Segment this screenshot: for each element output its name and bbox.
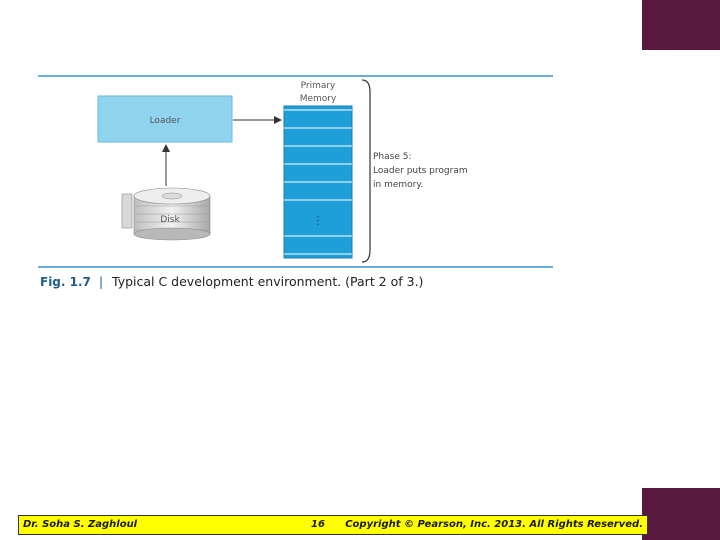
primary-memory-label-line2: Memory [300,94,337,104]
memory-ellipsis: ⋮ [313,214,324,227]
phase-title: Phase 5: [373,152,412,162]
caption-number: Fig. 1.7 [40,275,91,289]
phase-description-line2: in memory. [373,180,423,190]
disk-label: Disk [160,215,180,225]
loader-box [97,95,233,143]
loader-label: Loader [150,116,181,126]
caption-text: Typical C development environment. (Part… [111,274,423,289]
footer-bar: Dr. Soha S. Zaghloul 16 Copyright © Pear… [18,515,648,535]
disk-icon [121,187,211,241]
phase-bracket [361,79,371,263]
primary-memory-label-line1: Primary [301,81,336,91]
caption-separator: | [99,275,103,289]
footer-copyright: Copyright © Pearson, Inc. 2013. All Righ… [345,519,643,530]
development-environment-figure: Loader Disk Primary Memory [38,75,553,289]
corner-decoration-top [642,0,720,50]
footer-page-number: 16 [311,519,325,530]
primary-memory-block [283,105,353,259]
phase-description-line1: Loader puts program [373,166,468,176]
footer-author: Dr. Soha S. Zaghloul [23,519,138,530]
corner-decoration-bottom [642,488,720,540]
